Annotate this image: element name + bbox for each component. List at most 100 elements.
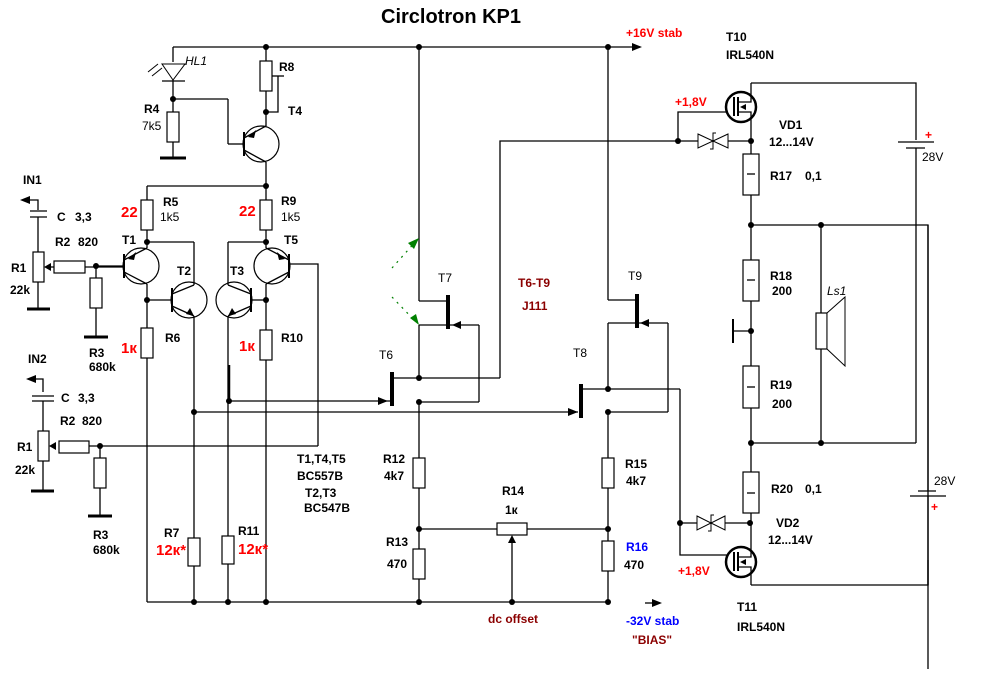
r1b-label: R1 — [17, 440, 33, 454]
jfet-t8 — [579, 384, 681, 523]
c1-value: 3,3 — [75, 210, 92, 224]
negative-rail — [147, 599, 662, 607]
r20-label: R20 — [771, 482, 794, 496]
r3b-value: 680k — [93, 543, 120, 557]
input-stage-1 — [20, 196, 124, 339]
resistor-r5 — [140, 199, 154, 231]
jfet-t7 — [418, 47, 480, 402]
battery-lower-value: 28V — [934, 474, 956, 488]
zener-vd1 — [669, 132, 754, 150]
r6-label: R6 — [165, 331, 181, 345]
transistor-t1 — [96, 242, 160, 300]
resistor-r11 — [221, 535, 235, 565]
r14-label: R14 — [502, 484, 525, 498]
speaker-ls1[interactable] — [815, 225, 846, 443]
r12-label: R12 — [383, 452, 406, 466]
battery-lower — [910, 225, 946, 585]
positive-rail — [173, 43, 642, 51]
input-1-label: IN1 — [23, 173, 42, 187]
r3a-label: R3 — [89, 346, 105, 360]
c2-label: C — [61, 391, 70, 405]
t9-label: T9 — [628, 269, 643, 283]
c2-value: 3,3 — [78, 391, 95, 405]
r2a-value: 820 — [78, 235, 99, 249]
r9-value: 1k5 — [281, 210, 301, 224]
r2b-value: 820 — [82, 414, 103, 428]
r11-label: R11 — [238, 524, 260, 538]
resistor-r8 — [259, 47, 284, 115]
r10-label: R10 — [281, 331, 304, 345]
r15-label: R15 — [625, 457, 648, 471]
battery-upper-value: 28V — [922, 150, 944, 164]
t2-label: T2 — [177, 264, 192, 278]
r19-label: R19 — [770, 378, 793, 392]
vd2-value: 12...14V — [768, 533, 813, 547]
r9-mark: 22 — [239, 203, 256, 220]
jfet-note-line2: J111 — [522, 299, 548, 313]
t10-label: T10 — [726, 30, 747, 44]
r7-value: 12к* — [156, 542, 187, 559]
r11-value: 12к* — [238, 541, 269, 558]
resistor-r16 — [601, 540, 615, 572]
r17-value: 0,1 — [805, 169, 822, 183]
r3a-value: 680k — [89, 360, 116, 374]
r7-label: R7 — [164, 526, 180, 540]
r17-label: R17 — [770, 169, 793, 183]
vd1-value: 12...14V — [769, 135, 814, 149]
mosfet-t11 — [679, 523, 929, 586]
transistor-t4 — [242, 112, 280, 186]
bjt-note-line3: T2,T3 — [305, 486, 337, 500]
t11-label: T11 — [737, 600, 758, 614]
c1-label: C — [57, 210, 66, 224]
negative-rail-label: -32V stab — [626, 614, 680, 628]
r1a-value: 22k — [10, 283, 31, 297]
r20-value: 0,1 — [805, 482, 822, 496]
r8-label: R8 — [279, 60, 295, 74]
r2b-label: R2 — [60, 414, 76, 428]
resistor-r7 — [187, 537, 201, 567]
r14-value: 1к — [505, 503, 518, 517]
positive-rail-label: +16V stab — [626, 26, 683, 40]
jfet-t9 — [607, 47, 669, 412]
t11-part: IRL540N — [737, 620, 786, 634]
bjt-note-line4: BC547B — [304, 501, 351, 515]
resistor-r15 — [601, 457, 615, 489]
r10-mark: 1к — [239, 338, 255, 355]
led-hl1 — [147, 47, 186, 102]
vd2-label: VD2 — [776, 516, 800, 530]
schematic-title: Circlotron KP1 — [381, 6, 522, 28]
r13-label: R13 — [386, 535, 409, 549]
r18-value: 200 — [772, 284, 793, 298]
r3b-label: R3 — [93, 528, 109, 542]
r12-value: 4k7 — [384, 469, 405, 483]
potentiometer-r14[interactable] — [496, 522, 528, 536]
r5-label: R5 — [163, 195, 179, 209]
battery-upper-plus: + — [925, 128, 933, 142]
input-2-label: IN2 — [28, 352, 47, 366]
zener-vd2 — [677, 514, 753, 532]
dc-offset-label: dc offset — [488, 612, 539, 626]
resistor-r13 — [412, 548, 426, 580]
battery-upper — [898, 141, 934, 443]
r16-value: 470 — [624, 558, 645, 572]
battery-lower-plus: + — [931, 500, 939, 514]
bjt-note-line2: BC557B — [297, 469, 344, 483]
r6-mark: 1к — [121, 340, 137, 357]
r18-label: R18 — [770, 269, 793, 283]
r13-value: 470 — [387, 557, 408, 571]
r15-value: 4k7 — [626, 474, 647, 488]
bias-label: "BIAS" — [632, 633, 673, 647]
t1-label: T1 — [122, 233, 137, 247]
mosfet-t10 — [677, 82, 917, 141]
resistor-r10 — [259, 329, 273, 361]
r4-value: 7k5 — [142, 119, 162, 133]
hl1-label: HL1 — [185, 54, 208, 68]
r9-label: R9 — [281, 194, 297, 208]
t6-label: T6 — [379, 348, 394, 362]
t4-label: T4 — [288, 104, 303, 118]
t3-label: T3 — [230, 264, 245, 278]
r19-value: 200 — [772, 397, 793, 411]
r5-mark: 22 — [121, 204, 138, 221]
